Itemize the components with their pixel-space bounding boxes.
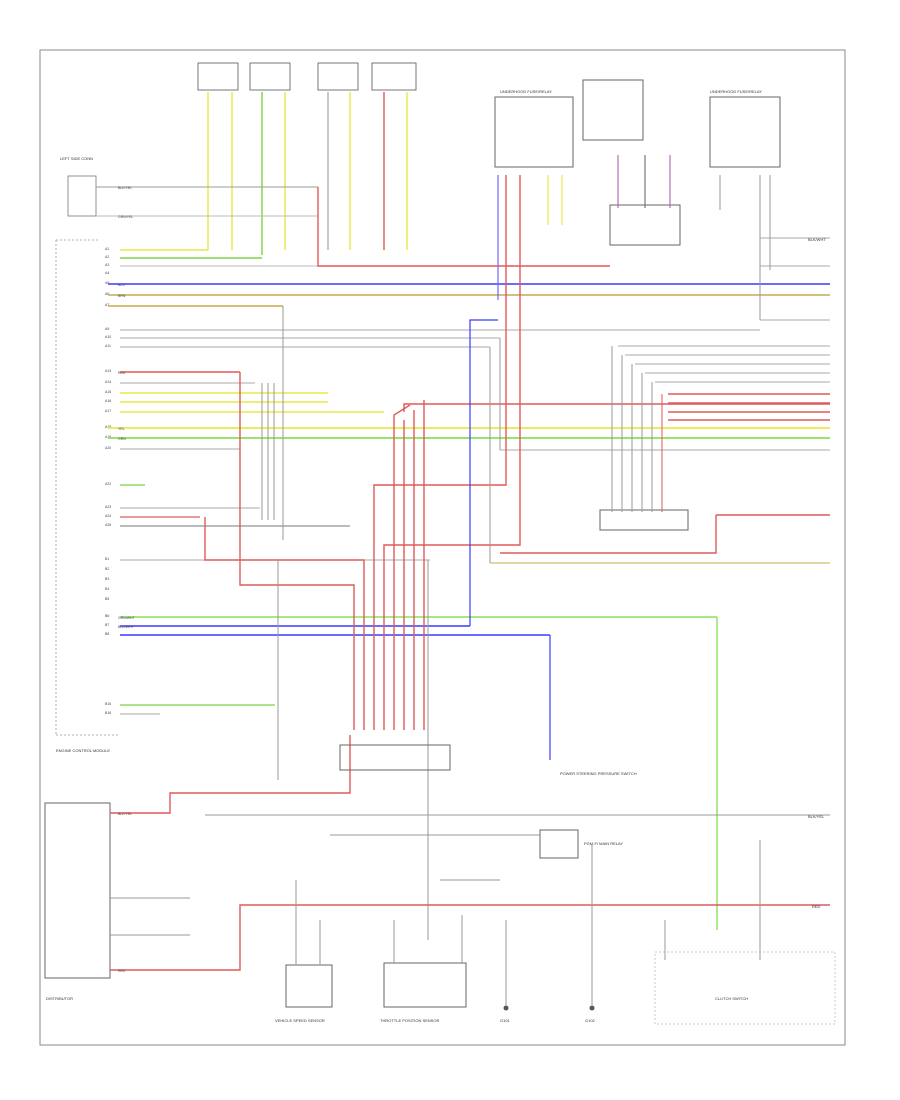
joint-conn: [609, 204, 681, 246]
injector-4: [371, 62, 417, 91]
svg-text:BLK/YEL: BLK/YEL: [118, 812, 132, 816]
svg-text:YEL: YEL: [118, 427, 125, 431]
svg-text:A1: A1: [105, 247, 109, 251]
fan-wires: [611, 346, 663, 512]
caption-g101: G101: [500, 1018, 511, 1023]
injector-wires: [207, 92, 408, 255]
caption-tps: THROTTLE POSITION SENSOR: [380, 1018, 439, 1023]
relay-drops: [547, 155, 721, 225]
svg-text:A4: A4: [105, 271, 109, 275]
caption-relay-right: UNDERHOOD FUSE/RELAY: [710, 89, 762, 94]
svg-text:B8: B8: [105, 632, 109, 636]
caption-distributor: DISTRIBUTOR: [46, 996, 73, 1001]
bottom-center-conn: [339, 744, 451, 771]
caption-g102: G102: [585, 1018, 596, 1023]
svg-text:A11: A11: [105, 344, 111, 348]
svg-text:A5: A5: [105, 281, 109, 285]
svg-text:A17: A17: [105, 409, 111, 413]
svg-text:B1: B1: [105, 557, 109, 561]
g101-ground: [503, 1005, 509, 1011]
svg-text:BRN: BRN: [118, 294, 126, 298]
svg-text:A25: A25: [105, 523, 111, 527]
injector-2: [249, 62, 291, 91]
injector-3: [317, 62, 359, 91]
svg-text:GRN/YEL: GRN/YEL: [118, 215, 133, 219]
svg-text:A19: A19: [105, 435, 111, 439]
caption-main-relay: PGM-FI MAIN RELAY: [584, 841, 623, 846]
bottom-verticals: [205, 814, 830, 1005]
red-top: [317, 187, 610, 267]
dist-red-bottom: [110, 904, 830, 971]
caption-left-top: LEFT SIDE CONN: [60, 156, 93, 161]
red-right-drop: [500, 515, 717, 554]
right-bundle: [490, 237, 830, 564]
svg-text:GRN/WHT: GRN/WHT: [118, 616, 136, 620]
svg-text:A2: A2: [105, 255, 109, 259]
svg-text:B3: B3: [105, 577, 109, 581]
svg-text:A13: A13: [105, 369, 111, 373]
dist-red-top: [110, 735, 351, 814]
caption-relay-box: UNDERHOOD FUSE/RELAY: [500, 89, 552, 94]
svg-text:B6: B6: [105, 614, 109, 618]
svg-text:RED: RED: [118, 371, 126, 375]
fuse-box: [582, 79, 644, 141]
wire-color-labels: BLK/YEL GRN/YEL BLU BRN RED YEL GRN GRN/…: [118, 186, 136, 973]
svg-text:B16: B16: [105, 711, 111, 715]
tag-right-top: BLK/WHT: [808, 237, 826, 242]
relay-right: [709, 96, 781, 168]
ecm-pins: A1 A2 A3 A4 A5 A6 A7 A9 A10 A11 A13 A14 …: [105, 247, 111, 715]
caption-power-steering: POWER STEERING PRESSURE SWITCH: [560, 771, 637, 776]
clutch-switch: [654, 951, 836, 1025]
gray-verticals: [261, 175, 771, 940]
svg-text:BLU/WHT: BLU/WHT: [118, 625, 135, 629]
svg-text:BLU: BLU: [118, 283, 125, 287]
svg-text:A18: A18: [105, 425, 111, 429]
svg-text:B5: B5: [105, 597, 109, 601]
center-red-bundle: [204, 175, 830, 730]
svg-text:A22: A22: [105, 482, 111, 486]
svg-text:RED: RED: [118, 969, 126, 973]
caption-ecm: ENGINE CONTROL MODULE: [56, 748, 110, 753]
caption-vss: VEHICLE SPEED SENSOR: [275, 1018, 325, 1023]
left-top-conn: [67, 175, 97, 217]
svg-text:A16: A16: [105, 399, 111, 403]
relay-left: [494, 96, 574, 168]
svg-text:B7: B7: [105, 623, 109, 627]
tag-right-bottom: RED: [812, 904, 821, 909]
svg-text:A15: A15: [105, 390, 111, 394]
svg-text:A24: A24: [105, 514, 111, 518]
caption-clutch: CLUTCH SWITCH: [715, 996, 748, 1001]
svg-text:A9: A9: [105, 327, 109, 331]
horizontal-wires: [96, 186, 830, 715]
svg-text:A7: A7: [105, 303, 109, 307]
svg-text:B2: B2: [105, 567, 109, 571]
injector-group: [197, 62, 417, 91]
vehicle-speed-sensor: [285, 964, 333, 1008]
diagram-frame: [39, 49, 846, 1046]
svg-text:A10: A10: [105, 335, 111, 339]
distributor-box: [44, 802, 111, 979]
blue-vertical: [469, 319, 498, 626]
svg-text:B15: B15: [105, 702, 111, 706]
svg-text:A23: A23: [105, 505, 111, 509]
svg-text:A3: A3: [105, 263, 109, 267]
tag-right-mid: BLK/YEL: [808, 814, 825, 819]
main-relay: [539, 829, 579, 859]
throttle-position-sensor: [383, 962, 467, 1008]
svg-text:A6: A6: [105, 292, 109, 296]
injector-1: [197, 62, 239, 91]
svg-text:A20: A20: [105, 446, 111, 450]
fan-connector: [599, 509, 689, 531]
svg-text:A14: A14: [105, 380, 111, 384]
svg-text:GRN: GRN: [118, 437, 126, 441]
svg-text:B4: B4: [105, 587, 109, 591]
svg-text:BLK/YEL: BLK/YEL: [118, 186, 132, 190]
g102-ground: [589, 1005, 595, 1011]
